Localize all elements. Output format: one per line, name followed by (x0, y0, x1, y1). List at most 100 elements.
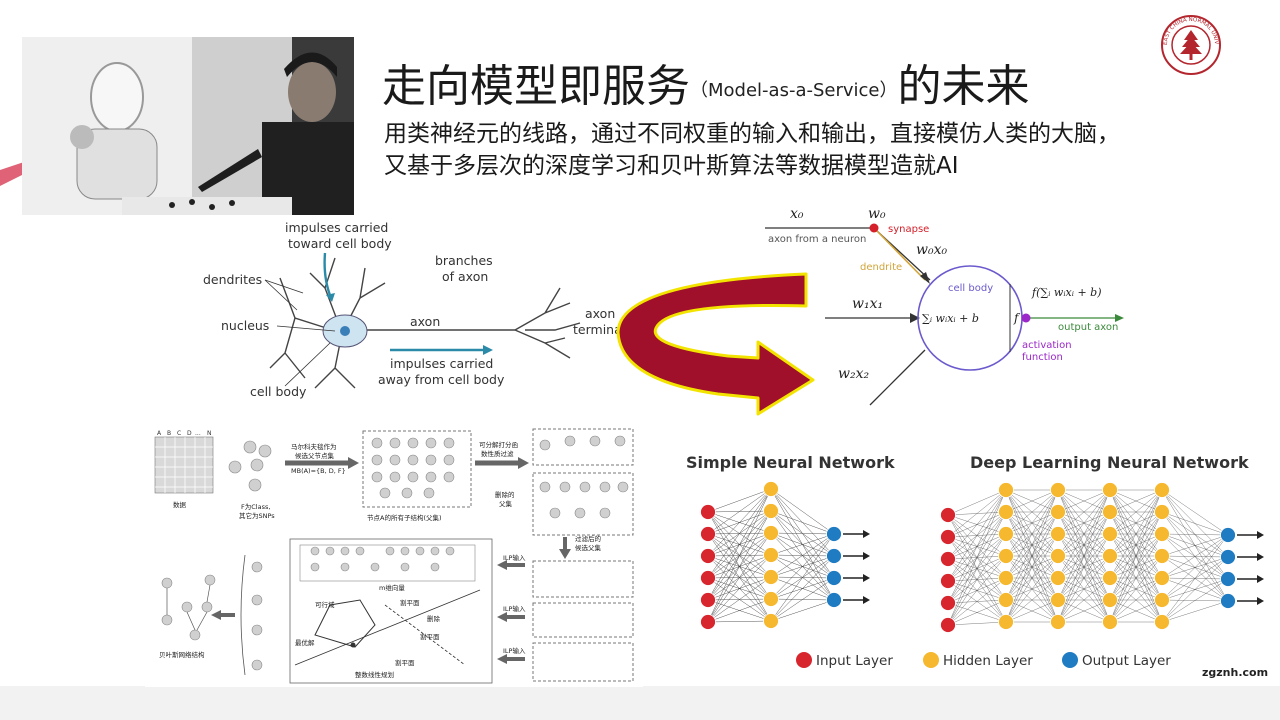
output-arrow-head (863, 574, 870, 582)
label-subsets: 节点A的所有子结构(父集) (367, 513, 442, 522)
deep-node (1050, 592, 1066, 608)
transformation-arrow (616, 272, 815, 416)
output-arrow-head (1257, 575, 1264, 583)
output-arrow-head (1257, 553, 1264, 561)
deep-node (998, 570, 1014, 586)
label-cell-body-model: cell body (948, 283, 993, 294)
data-grid (154, 436, 214, 494)
photo-illustration (22, 37, 354, 215)
university-logo: EAST CHINA NORMAL UNIVERSITY (1160, 14, 1221, 75)
simple-node (763, 547, 779, 563)
deep-node (1102, 592, 1118, 608)
deep-node (1102, 482, 1118, 498)
legend-input-label: Input Layer (816, 653, 893, 669)
label-mb: MB(A)={B, D, F} (291, 467, 346, 475)
grid-col-d: D (187, 430, 192, 437)
decorative-swoosh (0, 162, 24, 186)
label-impulses-away-1: impulses carried (390, 356, 493, 371)
deep-node (1050, 570, 1066, 586)
deep-node (998, 548, 1014, 564)
simple-node (700, 614, 716, 630)
deep-node (1050, 482, 1066, 498)
label-activation-1: activation (1022, 340, 1072, 351)
label-m-vector: m维向量 (379, 583, 405, 592)
label-impulses-toward-1: impulses carried (285, 220, 388, 235)
label-axon-terminals-1: axon (585, 306, 615, 321)
deep-node (998, 614, 1014, 630)
output-arrow-head (863, 552, 870, 560)
label-filtered-2: 候选父集 (575, 543, 602, 552)
deep-node (1050, 504, 1066, 520)
label-branches-2: of axon (442, 269, 488, 284)
output-arrow-head (1257, 531, 1264, 539)
label-branches-1: branches (435, 253, 493, 268)
simple-node (700, 592, 716, 608)
label-bayes-structure: 贝叶斯网络结构 (159, 650, 205, 659)
deep-node (1220, 527, 1236, 543)
label-f: f (1013, 311, 1021, 325)
simple-network-nodes (700, 481, 842, 630)
label-axon-terminals-2: termina (573, 322, 622, 337)
label-deleted-1: 删除的 (495, 490, 515, 499)
label-dendrites: dendrites (203, 272, 262, 287)
label-delete: 删除 (427, 614, 441, 623)
simple-node (700, 570, 716, 586)
label-x0: x₀ (790, 206, 804, 222)
deep-node (940, 529, 956, 545)
simple-node (763, 569, 779, 585)
label-ilp-1: ILP输入 (503, 553, 526, 562)
grid-col-dots: ... (195, 430, 201, 437)
deep-node (1154, 592, 1170, 608)
synapse-dot (869, 223, 879, 233)
legend-input-swatch (796, 652, 812, 668)
deep-node (1220, 593, 1236, 609)
deep-network-nodes (940, 482, 1236, 633)
deep-node (1050, 548, 1066, 564)
output-arrow-head (1257, 597, 1264, 605)
activation-dot (1021, 313, 1031, 323)
pine-tree-icon (1180, 30, 1202, 60)
simple-node (700, 548, 716, 564)
grid-col-a: A (157, 430, 162, 437)
simple-node (826, 570, 842, 586)
bayesian-network-flowchart: A B C D ... N (145, 425, 643, 687)
legend-hidden-label: Hidden Layer (943, 653, 1033, 669)
deep-node (1154, 614, 1170, 630)
artificial-neuron-model: x₀ w₀ w₀x₀ w₁x₁ ∑ᵢ wᵢxᵢ + b f f(∑ᵢ wᵢxᵢ … (765, 206, 1124, 406)
label-activation-2: function (1022, 352, 1063, 363)
label-ilp-3: ILP输入 (503, 646, 526, 655)
title-tail: 的未来 (897, 61, 1030, 112)
label-data: 数据 (173, 500, 187, 509)
deep-node (1220, 549, 1236, 565)
watermark: zgznh.com (1202, 666, 1268, 679)
output-arrow-head (863, 596, 870, 604)
simple-node (763, 525, 779, 541)
deep-node (1154, 548, 1170, 564)
subtitle-line-1: 用类神经元的线路，通过不同权重的输入和输出，直接模仿人类的大脑， (384, 121, 1120, 147)
label-deleted-2: 父集 (499, 499, 513, 508)
title-main: 走向模型即服务 (382, 61, 690, 112)
grid-col-b: B (167, 430, 171, 437)
deep-node (1102, 548, 1118, 564)
human-vs-robot-photo (22, 37, 354, 215)
deep-node (998, 592, 1014, 608)
deep-node (1102, 504, 1118, 520)
label-axon: axon (410, 314, 440, 329)
label-w0: w₀ (868, 206, 886, 222)
label-synapse: synapse (888, 224, 929, 235)
biological-neuron-diagram: impulses carried toward cell body branch… (203, 220, 622, 399)
label-f-class-2: 其它为SNPs (239, 511, 275, 520)
label-cell-body: cell body (250, 384, 307, 399)
deep-node (940, 507, 956, 523)
deep-node (1102, 526, 1118, 542)
deep-node (998, 526, 1014, 542)
label-cut-2: 割平面 (420, 632, 440, 641)
simple-node (826, 526, 842, 542)
label-ilp-2: ILP输入 (503, 604, 526, 613)
label-feasible: 可行域 (315, 600, 335, 609)
output-arrow-head (863, 530, 870, 538)
simple-node (763, 481, 779, 497)
deep-node (1220, 571, 1236, 587)
label-filtered-1: 过滤后的 (575, 534, 602, 543)
nucleus-dot (340, 326, 350, 336)
